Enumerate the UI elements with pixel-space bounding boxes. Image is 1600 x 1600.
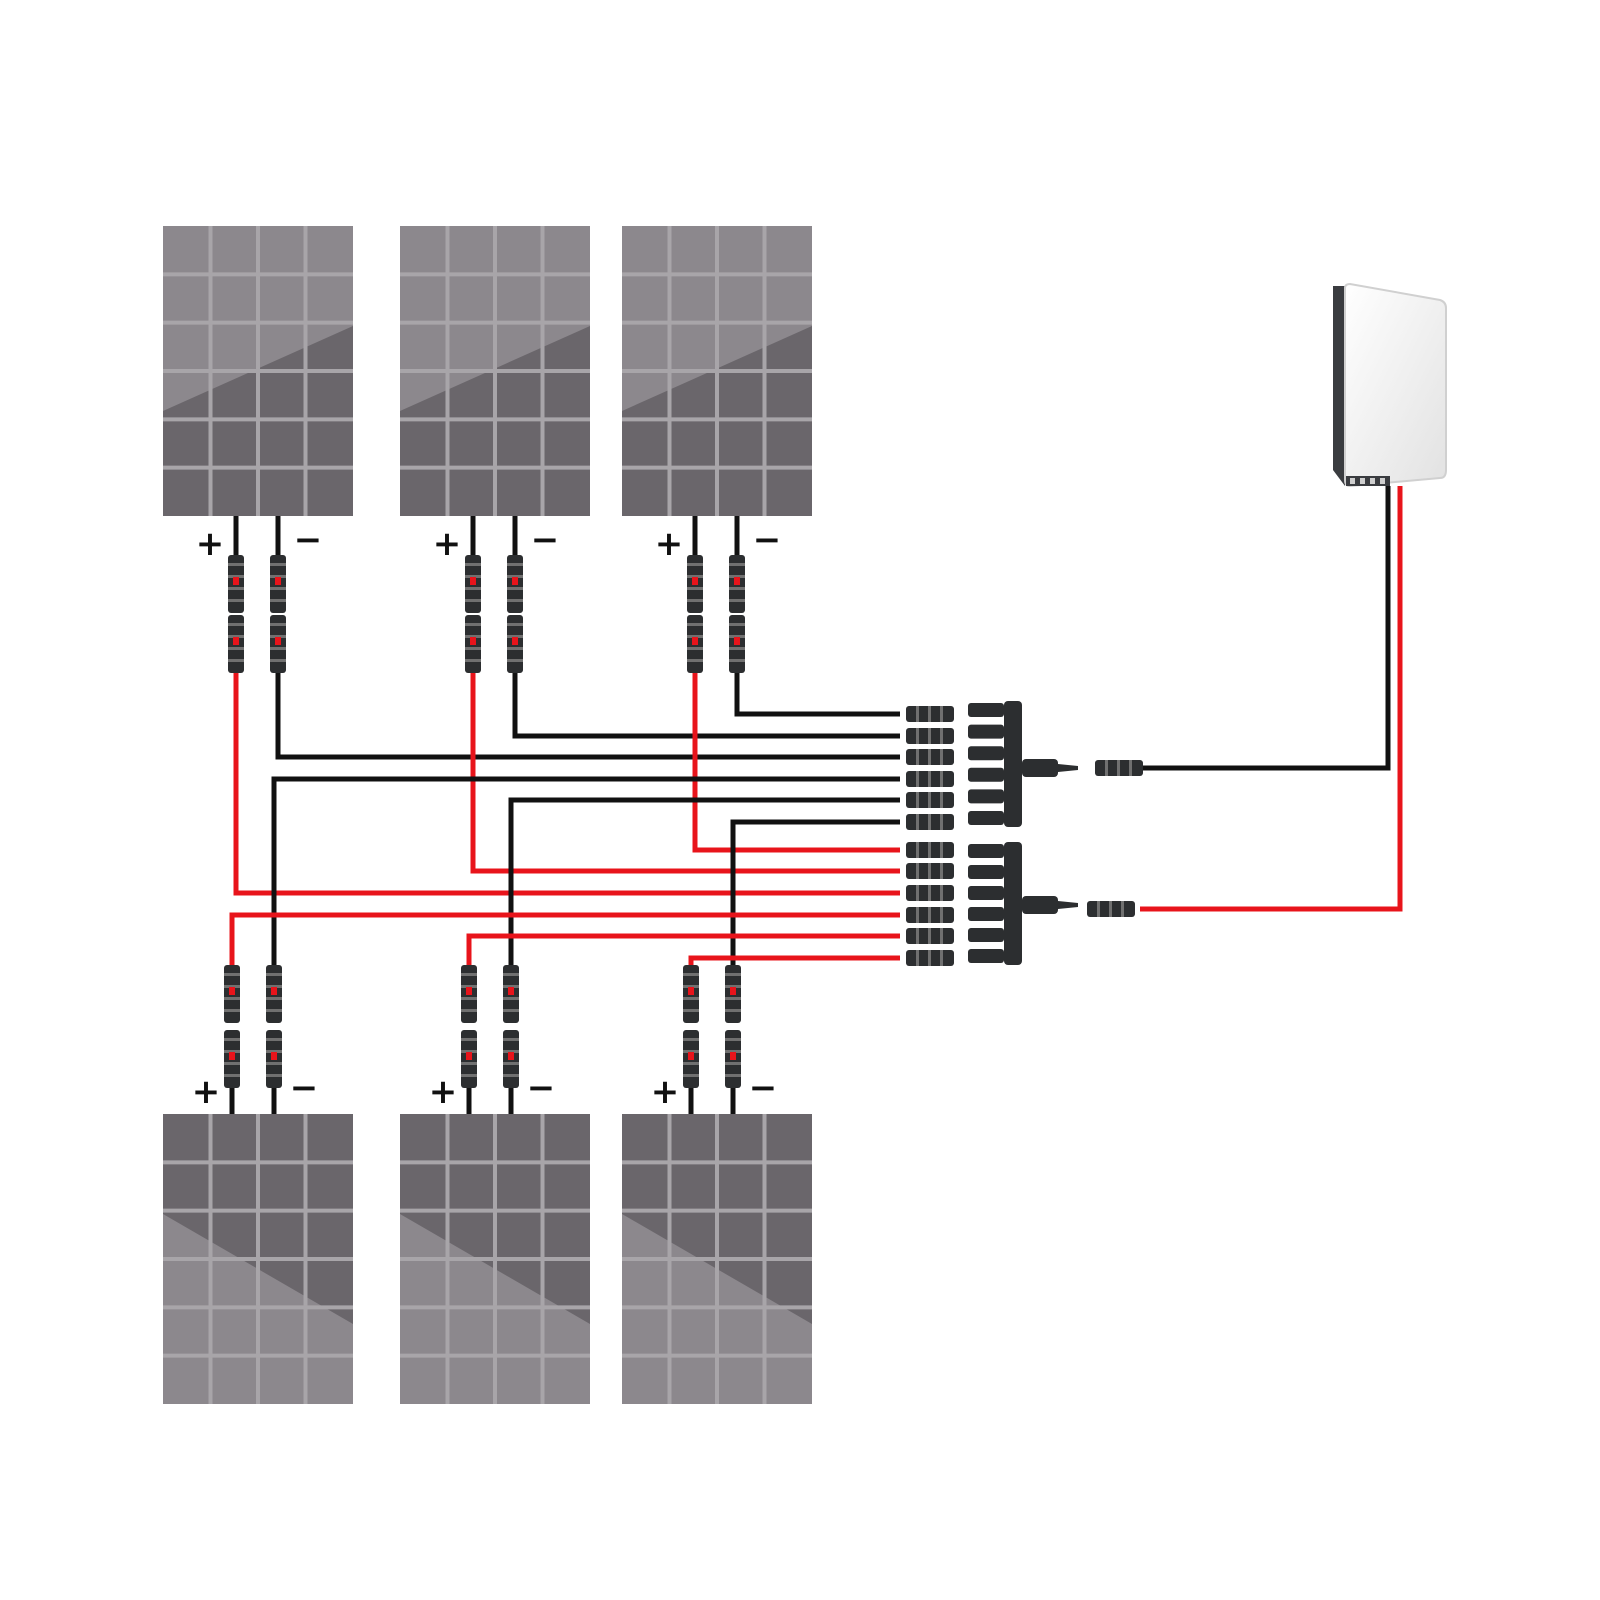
minus-label: − — [753, 520, 782, 560]
mc4-connector-icon — [503, 1030, 519, 1088]
mc4-connector-icon — [465, 555, 481, 613]
wiring-layer — [229, 486, 1403, 1114]
plus-label: + — [196, 524, 225, 564]
mc4-connector-icon — [906, 749, 954, 765]
mc4-connector-icon — [906, 863, 954, 879]
mc4-connector-icon — [906, 907, 954, 923]
minus-label: − — [290, 1068, 319, 1108]
mc4-connector-icon — [270, 615, 286, 673]
negative-wire — [512, 665, 900, 739]
inverter-port — [1380, 478, 1385, 484]
mc4-connector-icon — [507, 615, 523, 673]
negative-branch-connector-icon — [968, 701, 1078, 827]
positive-wire — [692, 665, 900, 853]
inverter-front — [1344, 282, 1447, 488]
mc4-connector-icon — [1095, 760, 1143, 776]
mc4-connector-icon — [224, 1030, 240, 1088]
mc4-connector-icon — [228, 615, 244, 673]
plus-label: + — [433, 524, 462, 564]
inverter-ports — [1346, 476, 1390, 486]
inverter-icon — [1333, 282, 1447, 488]
negative-wire — [730, 819, 900, 990]
minus-label: − — [531, 520, 560, 560]
branch-connectors — [968, 701, 1078, 965]
mc4-connector-icon — [687, 615, 703, 673]
solar-panels — [163, 226, 812, 1404]
mc4-connector-icon — [683, 965, 699, 1023]
mc4-connector-icon — [729, 555, 745, 613]
inverter-port — [1360, 478, 1365, 484]
mc4-connector-icon — [270, 555, 286, 613]
minus-label: − — [749, 1068, 778, 1108]
plus-label: + — [655, 524, 684, 564]
mc4-connector-icon — [461, 1030, 477, 1088]
mc4-connector-icon — [906, 950, 954, 966]
mc4-connector-icon — [729, 615, 745, 673]
mc4-connector-icon — [906, 842, 954, 858]
mc4-connector-icon — [906, 771, 954, 787]
mc4-connector-icon — [906, 728, 954, 744]
inverter-port — [1370, 478, 1375, 484]
mc4-connector-icon — [465, 615, 481, 673]
mc4-connector-icon — [906, 928, 954, 944]
positive-wire — [688, 955, 900, 990]
inverter-port — [1350, 478, 1355, 484]
plus-label: + — [429, 1072, 458, 1112]
mc4-connector-icon — [725, 965, 741, 1023]
inverter-side — [1333, 286, 1345, 486]
solar-panel-icon — [622, 226, 812, 516]
mc4-connector-icon — [906, 792, 954, 808]
connectors-layer — [224, 555, 1143, 1088]
mc4-connector-icon — [683, 1030, 699, 1088]
plus-label: + — [192, 1072, 221, 1112]
mc4-connector-icon — [266, 1030, 282, 1088]
negative-trunk — [1120, 486, 1391, 771]
positive-wire — [233, 665, 900, 896]
mc4-connector-icon — [507, 555, 523, 613]
solar-panel-icon — [400, 1114, 590, 1404]
mc4-connector-icon — [725, 1030, 741, 1088]
mc4-connector-icon — [1087, 901, 1135, 917]
mc4-connector-icon — [906, 885, 954, 901]
mc4-connector-icon — [224, 965, 240, 1023]
solar-panel-icon — [400, 226, 590, 516]
negative-wire — [508, 797, 900, 990]
mc4-connector-icon — [906, 814, 954, 830]
negative-wire — [734, 665, 900, 717]
positive-wire — [229, 912, 900, 990]
positive-wire — [470, 665, 900, 874]
minus-label: − — [527, 1068, 556, 1108]
positive-branch-connector-icon — [968, 842, 1078, 965]
mc4-connector-icon — [228, 555, 244, 613]
negative-wire — [271, 776, 900, 990]
solar-panel-icon — [622, 1114, 812, 1404]
plus-label: + — [651, 1072, 680, 1112]
solar-panel-icon — [163, 1114, 353, 1404]
minus-label: − — [294, 520, 323, 560]
polarity-labels: + − + − + − + − + − + − — [192, 520, 782, 1112]
mc4-connector-icon — [503, 965, 519, 1023]
negative-wire — [275, 665, 900, 760]
mc4-connector-icon — [687, 555, 703, 613]
positive-trunk — [1140, 486, 1403, 912]
solar-panel-icon — [163, 226, 353, 516]
mc4-connector-icon — [461, 965, 477, 1023]
mc4-connector-icon — [906, 706, 954, 722]
mc4-connector-icon — [266, 965, 282, 1023]
